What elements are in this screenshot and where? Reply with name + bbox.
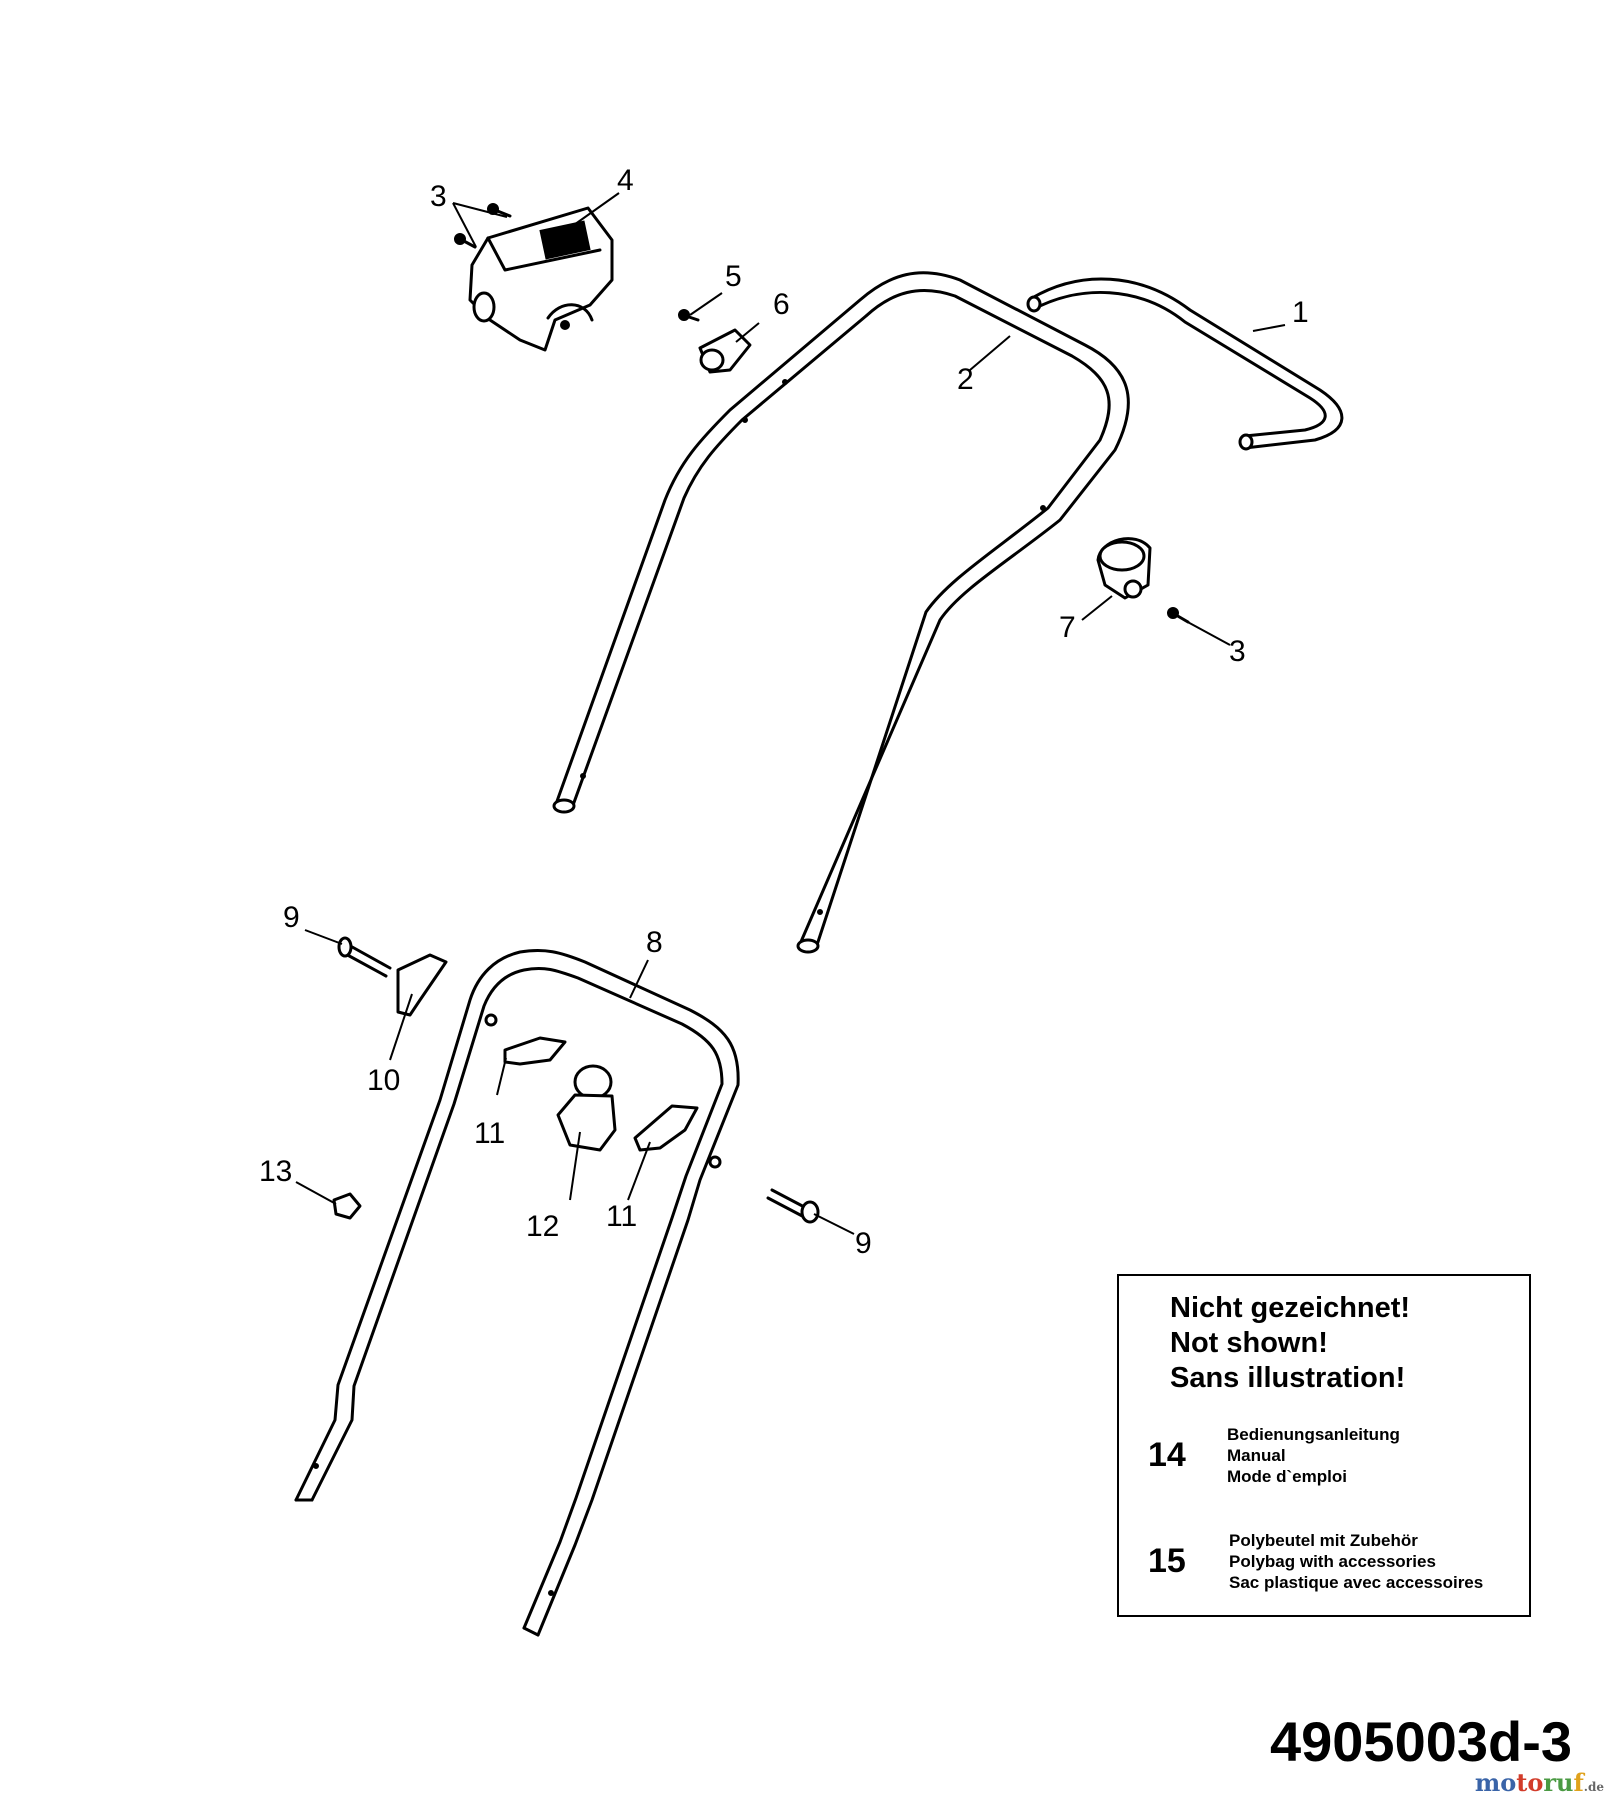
- watermark-part-4: f: [1573, 1768, 1584, 1797]
- watermark-part-3: ru: [1543, 1768, 1574, 1797]
- callout-5: 5: [725, 260, 742, 293]
- watermark-tld: .de: [1583, 1780, 1604, 1794]
- callout-13: 13: [259, 1155, 293, 1188]
- legend-item-14-number: 14: [1148, 1436, 1186, 1474]
- leader-lines: [295, 192, 1286, 1235]
- part-3-screws: [454, 203, 512, 249]
- callout-9-right: 9: [855, 1227, 872, 1260]
- motoruf-watermark: motoruf.de: [1475, 1770, 1604, 1800]
- part-7-clamp: [1096, 537, 1152, 600]
- part-10-bracket: [396, 953, 448, 1017]
- legend-heading-en: Not shown!: [1170, 1327, 1328, 1359]
- callout-11-left: 11: [474, 1117, 506, 1150]
- legend-item-14-line-de: Bedienungsanleitung: [1227, 1425, 1400, 1444]
- legend-item-14-text: Bedienungsanleitung Manual Mode d`emploi: [1227, 1424, 1400, 1487]
- legend-heading-de: Nicht gezeichnet!: [1170, 1292, 1411, 1324]
- legend-item-14-line-en: Manual: [1227, 1446, 1286, 1465]
- callout-11-right: 11: [606, 1200, 638, 1233]
- not-shown-legend: Nicht gezeichnet! Not shown! Sans illust…: [1117, 1274, 1531, 1617]
- callout-10: 10: [367, 1064, 401, 1097]
- callout-3-right: 3: [1229, 635, 1246, 668]
- watermark-part-2: to: [1516, 1768, 1544, 1797]
- callout-9-left: 9: [283, 901, 300, 934]
- callout-3: 3: [430, 180, 447, 213]
- part-2-upper-handle: [552, 271, 1130, 954]
- watermark-part-1: mo: [1474, 1768, 1517, 1797]
- drawing-number: 4905003d-3: [1269, 1710, 1572, 1773]
- legend-item-15-text: Polybeutel mit Zubehör Polybag with acce…: [1229, 1530, 1483, 1593]
- callout-2: 2: [957, 363, 974, 396]
- callout-6: 6: [773, 288, 790, 321]
- callout-8: 8: [646, 926, 663, 959]
- callout-7: 7: [1059, 611, 1076, 644]
- legend-item-15-line-fr: Sac plastique avec accessoires: [1229, 1573, 1484, 1592]
- part-1-top-bar: [1026, 277, 1344, 451]
- legend-item-15-number: 15: [1148, 1542, 1186, 1580]
- callout-12: 12: [526, 1210, 560, 1243]
- callout-4: 4: [617, 164, 634, 197]
- part-9-bolts: [337, 936, 820, 1224]
- part-8-lower-handle: [294, 948, 740, 1637]
- callout-1: 1: [1292, 296, 1309, 329]
- legend-item-15-line-de: Polybeutel mit Zubehör: [1229, 1531, 1418, 1550]
- part-4-switch-box: [468, 206, 614, 352]
- part-5-screw: [678, 309, 700, 322]
- legend-item-15-line-en: Polybag with accessories: [1229, 1552, 1436, 1571]
- part-13-clip: [332, 1192, 362, 1220]
- part-12-switch-lever: [556, 1064, 617, 1152]
- legend-heading-fr: Sans illustration!: [1170, 1362, 1406, 1394]
- legend-item-14-line-fr: Mode d`emploi: [1227, 1467, 1347, 1486]
